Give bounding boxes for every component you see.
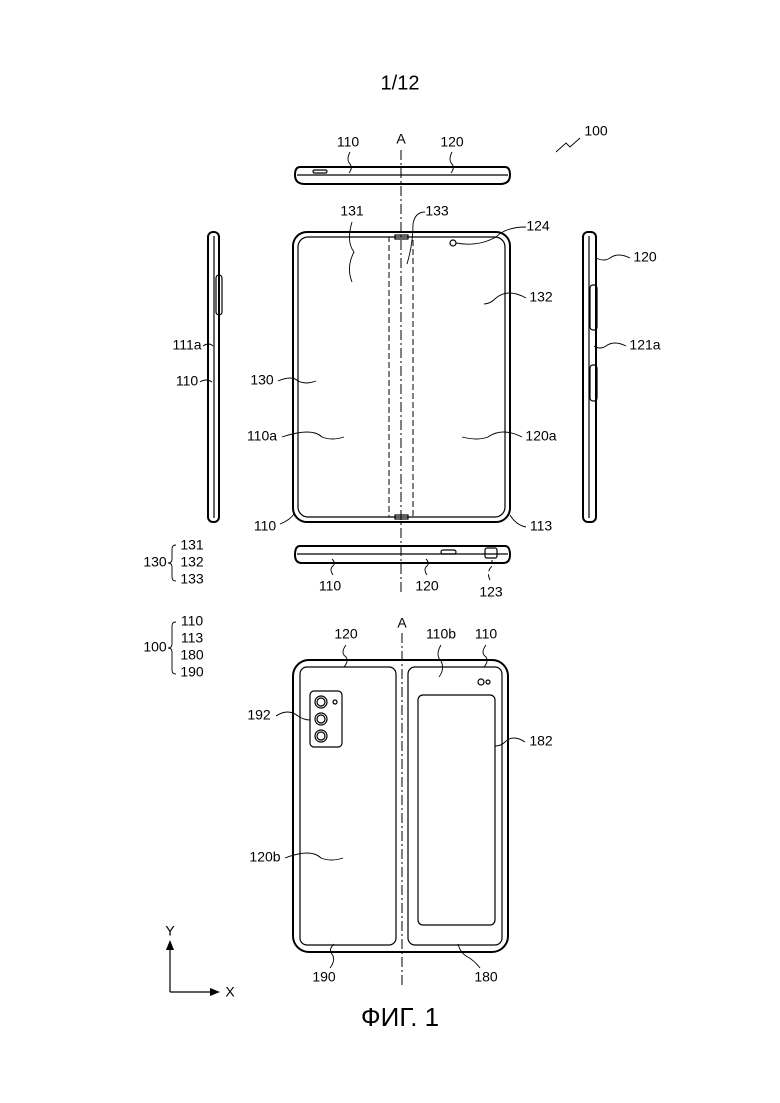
label-top-110: 110 xyxy=(337,134,360,150)
legend-130-item: 131 xyxy=(180,537,204,553)
label-123: 123 xyxy=(479,584,503,600)
legend-130: 130 131 132 133 xyxy=(143,537,204,587)
cover-display xyxy=(418,695,495,925)
label-left-110: 110 xyxy=(176,373,199,389)
label-130: 130 xyxy=(250,372,274,388)
front-camera-icon xyxy=(450,240,456,246)
legend-100-item: 110 xyxy=(181,613,204,629)
label-bottom-110: 110 xyxy=(319,578,342,594)
back-unfolded-view: A 120 110b 110 192 182 120b 190 180 xyxy=(247,615,553,985)
legend-130-item: 133 xyxy=(180,571,204,587)
legend-100-item: 180 xyxy=(180,647,204,663)
label-back-110: 110 xyxy=(475,626,498,642)
label-front-110: 110 xyxy=(254,518,277,534)
label-110a: 110a xyxy=(247,428,277,444)
legend-130-key: 130 xyxy=(143,554,167,570)
axis-y-label: Y xyxy=(165,923,175,939)
label-124: 124 xyxy=(526,218,550,234)
label-133: 133 xyxy=(425,203,449,219)
right-side-view: 120 121a xyxy=(583,232,661,522)
figure-caption: ФИГ. 1 xyxy=(361,1002,439,1032)
axis-x-label: X xyxy=(225,984,235,1000)
label-right-120: 120 xyxy=(633,249,657,265)
label-120b: 120b xyxy=(249,849,280,865)
label-111a: 111a xyxy=(172,337,201,353)
legend-100-key: 100 xyxy=(143,639,167,655)
left-side-view: 111a 110 xyxy=(172,232,222,522)
label-132: 132 xyxy=(529,289,553,305)
label-180: 180 xyxy=(474,969,498,985)
label-113: 113 xyxy=(530,518,553,534)
y-arrow-icon xyxy=(166,940,174,950)
bottom-edge-view: 110 120 123 xyxy=(295,546,510,600)
legend-100-item: 190 xyxy=(180,664,204,680)
x-arrow-icon xyxy=(210,988,220,996)
xy-axes: Y X xyxy=(165,923,235,1000)
label-131: 131 xyxy=(340,203,364,219)
label-top-120: 120 xyxy=(440,134,464,150)
legend-130-item: 132 xyxy=(180,554,204,570)
label-100: 100 xyxy=(584,123,608,139)
front-unfolded-view: 131 133 124 132 130 110a 120a 110 113 xyxy=(247,203,557,534)
axis-a-bottom: A xyxy=(397,615,407,631)
arrow-100 xyxy=(556,138,580,152)
legend-100-item: 113 xyxy=(181,630,204,646)
label-110b: 110b xyxy=(426,626,456,642)
label-182: 182 xyxy=(529,733,553,749)
label-192: 192 xyxy=(247,707,271,723)
axis-a-top: A xyxy=(396,131,406,147)
page-number: 1/12 xyxy=(381,72,420,94)
legend-100: 100 110 113 180 190 xyxy=(143,613,204,680)
label-bottom-120: 120 xyxy=(415,578,439,594)
label-back-120: 120 xyxy=(334,626,358,642)
label-190: 190 xyxy=(312,969,336,985)
label-120a: 120a xyxy=(525,428,556,444)
label-121a: 121a xyxy=(629,337,660,353)
